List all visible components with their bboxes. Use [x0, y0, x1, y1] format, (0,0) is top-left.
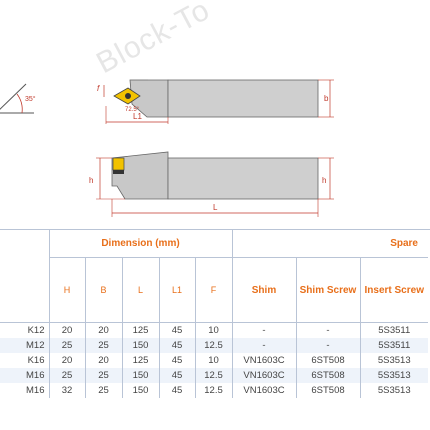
- col-shim-screw: Shim Screw: [296, 257, 361, 323]
- cell-l1: 45: [159, 383, 196, 398]
- cell-f: 12.5: [195, 368, 233, 383]
- cell-code: M16: [0, 368, 50, 383]
- cell-insert-screw: 5S3511: [378, 325, 411, 336]
- cell-l: 150: [122, 368, 160, 383]
- cell-shim: VN1603C: [232, 368, 297, 383]
- cell-l: 125: [122, 353, 160, 368]
- cell-h: 25: [49, 368, 86, 383]
- spare-group-header: Spare: [232, 229, 428, 258]
- col-shim: Shim: [232, 257, 297, 323]
- dim-b: b: [324, 94, 329, 103]
- dim-h-right: h: [322, 176, 326, 185]
- cell-b: 25: [85, 338, 123, 353]
- col-l: L: [122, 257, 160, 323]
- cell-shim-screw: -: [296, 322, 361, 338]
- cell-l1: 45: [159, 338, 196, 353]
- cell-shim: -: [232, 338, 297, 353]
- cell-shim-screw: 6ST508: [296, 368, 361, 383]
- cell-code: M12: [0, 338, 50, 353]
- dim-f: f: [97, 84, 100, 93]
- table-column-header: H B L L1 F Shim Shim Screw Insert Screw: [0, 257, 428, 323]
- spec-table: Dimension (mm) Spare H B L L1 F Shim Shi…: [0, 229, 428, 398]
- cell-h: 25: [49, 338, 86, 353]
- cell-b: 20: [85, 322, 123, 338]
- tip-angle-label: 72.5°: [125, 107, 140, 113]
- cell-l: 125: [122, 322, 160, 338]
- cell-insert-screw: 5S3513: [360, 368, 428, 383]
- cell-insert-screw: 5S3511: [360, 338, 428, 353]
- cell-code: K12: [0, 322, 50, 338]
- cell-f: 12.5: [195, 338, 233, 353]
- cell-shim: VN1603C: [232, 383, 297, 398]
- cell-l: 150: [122, 338, 160, 353]
- dimension-group-header: Dimension (mm): [49, 229, 233, 258]
- angle-label: 35°: [25, 95, 36, 103]
- cell-insert-screw: 5S3513: [377, 355, 411, 366]
- cell-shim: VN1603C: [232, 353, 297, 368]
- col-l1: L1: [159, 257, 196, 323]
- cell-l1: 45: [159, 322, 196, 338]
- cell-f: 10: [195, 353, 233, 368]
- cell-insert-screw: 5S3513: [377, 385, 411, 396]
- col-h: H: [49, 257, 86, 323]
- cell-h: 32: [49, 383, 86, 398]
- tool-drawing: 35° 72.5° f L1 b h h: [0, 79, 334, 217]
- dim-h-left: h: [89, 176, 93, 185]
- cell-l1: 45: [159, 353, 196, 368]
- code-column-header: [0, 229, 50, 323]
- cell-b: 25: [85, 383, 123, 398]
- cell-code: M16: [0, 383, 50, 398]
- cell-shim-screw: 6ST508: [296, 353, 361, 368]
- cell-f: 12.5: [195, 383, 233, 398]
- col-insert-screw: Insert Screw: [360, 257, 428, 323]
- holder-shank-side: [167, 157, 319, 200]
- side-view: h h L: [89, 151, 334, 217]
- table-group-header: Dimension (mm) Spare: [0, 229, 428, 323]
- cell-f: 10: [195, 322, 233, 338]
- cell-shim-screw: 6ST508: [296, 383, 361, 398]
- cell-b: 20: [85, 353, 123, 368]
- angle-sketch: 35°: [0, 83, 36, 114]
- insert-side: [112, 157, 125, 171]
- top-view: 72.5° f L1 b: [97, 79, 334, 124]
- dim-l: L: [213, 203, 218, 212]
- cell-h: 20: [49, 322, 86, 338]
- holder-shank-top: [167, 79, 319, 118]
- cell-code: K16: [0, 353, 50, 368]
- col-b: B: [85, 257, 123, 323]
- cell-b: 25: [85, 368, 123, 383]
- cell-shim: -: [232, 322, 297, 338]
- dim-l1: L1: [133, 112, 142, 121]
- cell-h: 20: [49, 353, 86, 368]
- col-f: F: [195, 257, 233, 323]
- cell-l1: 45: [159, 368, 196, 383]
- cell-shim-screw: -: [296, 338, 361, 353]
- cell-l: 150: [122, 383, 160, 398]
